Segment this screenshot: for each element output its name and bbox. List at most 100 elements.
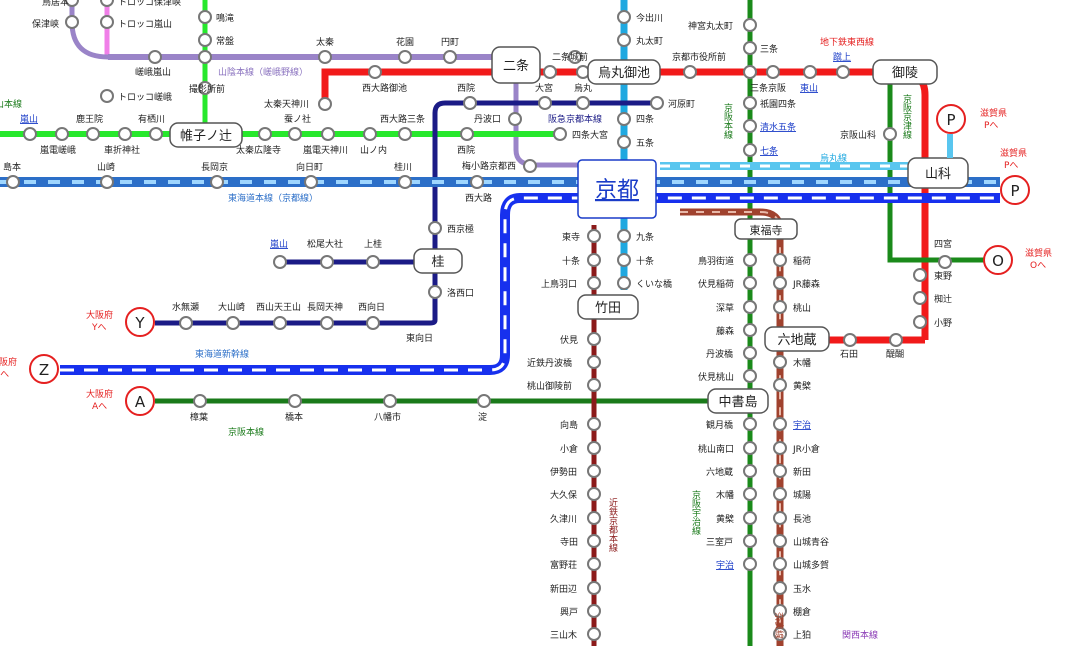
station-label[interactable]: 椥辻 [934, 293, 952, 305]
station-label[interactable]: 島本 [3, 161, 21, 173]
hub-yamashina-label[interactable]: 山科 [925, 167, 951, 182]
station-label[interactable]: 西院 [457, 82, 475, 94]
station-label[interactable]: 常盤 [216, 35, 234, 47]
hub-takeda[interactable]: 竹田 [577, 294, 639, 320]
station-label[interactable]: 伏見桃山 [698, 371, 734, 383]
station-label[interactable]: 小倉 [560, 443, 578, 455]
station-label[interactable]: 西大路御池 [362, 82, 407, 94]
hub-misasagi[interactable]: 御陵 [872, 59, 938, 85]
station-label[interactable]: 近鉄丹波橋 [527, 357, 572, 369]
station-label[interactable]: 玉水 [793, 583, 811, 595]
station-label[interactable]: 上桂 [364, 238, 382, 250]
station-label[interactable]: 醍醐 [886, 348, 904, 360]
station-label[interactable]: 久津川 [550, 513, 577, 525]
station-label[interactable]: 新田 [793, 466, 811, 478]
station-label[interactable]: 五条 [636, 137, 654, 149]
station-label[interactable]: 東野 [934, 270, 952, 282]
station-label[interactable]: 丹波橋 [706, 348, 733, 360]
station-label[interactable]: 山崎 [97, 161, 115, 173]
station-label[interactable]: 東寺 [562, 231, 580, 243]
station-label[interactable]: 十条 [636, 255, 654, 267]
station-label[interactable]: 烏丸 [574, 82, 592, 94]
station-label[interactable]: 三条京阪 [750, 82, 786, 94]
station-label[interactable]: 桂川 [394, 161, 412, 173]
station-label[interactable]: 花園 [396, 36, 414, 48]
station-label[interactable]: 宇治 [716, 559, 734, 571]
hub-nijo[interactable]: 二条 [491, 46, 541, 84]
station-label[interactable]: 橋本 [285, 411, 303, 423]
station-label[interactable]: 大山崎 [218, 301, 245, 313]
station-label[interactable]: 東山 [800, 82, 818, 94]
hub-karasuma-oike-label[interactable]: 烏丸御池 [598, 65, 650, 81]
station-label[interactable]: 保津峡 [32, 18, 59, 30]
station-label[interactable]: 洛西口 [447, 287, 474, 299]
station-label[interactable]: 鳥羽街道 [698, 255, 734, 267]
station-label[interactable]: 蹴上 [833, 51, 851, 63]
station-label[interactable]: 黄檗 [793, 380, 811, 392]
station-label[interactable]: 木幡 [716, 489, 734, 501]
station-label[interactable]: 富野荘 [550, 559, 577, 571]
station-label[interactable]: 太秦広隆寺 [236, 144, 281, 156]
station-label[interactable]: 太秦 [316, 36, 334, 48]
hub-takeda-label[interactable]: 竹田 [595, 301, 621, 316]
station-label[interactable]: 鳥居本 [42, 0, 69, 8]
station-label[interactable]: 今出川 [636, 12, 663, 24]
station-label[interactable]: 六地蔵 [706, 466, 733, 478]
hub-katsura[interactable]: 桂 [413, 248, 463, 274]
station-label[interactable]: 桃山 [793, 302, 811, 314]
station-label[interactable]: 大宮 [535, 82, 553, 94]
hub-rokujizo-label[interactable]: 六地蔵 [777, 333, 816, 348]
station-label[interactable]: 長池 [793, 513, 811, 525]
hub-chushojima[interactable]: 中書島 [707, 388, 769, 414]
station-label[interactable]: 蚕ノ社 [284, 113, 311, 125]
station-label[interactable]: 長岡京 [201, 161, 228, 173]
station-label[interactable]: 山ノ内 [360, 144, 387, 156]
station-label[interactable]: 嵐山 [20, 114, 38, 125]
station-label[interactable]: 東向日 [406, 332, 433, 344]
station-label[interactable]: 神宮丸太町 [688, 20, 733, 32]
station-label[interactable]: 鳴滝 [216, 12, 234, 24]
station-label[interactable]: 樟葉 [190, 411, 208, 423]
hub-misasagi-label[interactable]: 御陵 [892, 66, 918, 81]
station-label[interactable]: 四条大宮 [572, 129, 608, 141]
station-label[interactable]: 嵐電嵯峨 [40, 144, 76, 156]
station-label[interactable]: 西大路三条 [380, 113, 425, 125]
station-label[interactable]: 嵯峨嵐山 [135, 66, 171, 78]
station-label[interactable]: 山城多賀 [793, 559, 829, 571]
station-label[interactable]: 嵐山 [270, 239, 288, 250]
station-label[interactable]: 長岡天神 [307, 301, 343, 313]
endpoint-p-upper[interactable]: P 滋賀県 Pへ [936, 104, 1007, 158]
station-label[interactable]: 小野 [934, 318, 952, 329]
station-label[interactable]: 桃山南口 [698, 443, 734, 455]
station-label[interactable]: 円町 [441, 37, 459, 48]
hub-katsura-label[interactable]: 桂 [431, 255, 444, 270]
station-label[interactable]: 深草 [716, 302, 734, 314]
station-label[interactable]: 七条 [760, 145, 778, 157]
station-label[interactable]: 宇治 [793, 419, 811, 431]
station-label[interactable]: 伏見稲荷 [698, 278, 734, 290]
station-label[interactable]: 山城青谷 [793, 536, 829, 548]
endpoint-p-right[interactable]: P 滋賀県 Pへ [1000, 147, 1030, 205]
hub-kyoto[interactable]: 京都 [577, 159, 657, 219]
endpoint-a[interactable]: A 大阪府 Aへ [86, 386, 155, 416]
hub-tofukuji[interactable]: 東福寺 [734, 218, 798, 240]
hub-chushojima-label[interactable]: 中書島 [718, 395, 757, 410]
station-label[interactable]: 八幡市 [374, 411, 401, 423]
station-label[interactable]: 有栖川 [138, 113, 165, 125]
station-label[interactable]: 三山木 [550, 629, 577, 641]
station-label[interactable]: くいな橋 [636, 278, 672, 290]
station-label[interactable]: 丹波口 [474, 113, 501, 125]
station-label[interactable]: 稲荷 [793, 255, 811, 267]
station-label[interactable]: 京阪山科 [840, 129, 876, 141]
station-label[interactable]: 大久保 [550, 489, 577, 501]
station-label[interactable]: 新田辺 [550, 583, 577, 595]
station-label[interactable]: 伊勢田 [550, 466, 577, 478]
station-label[interactable]: 撮影所前 [189, 83, 225, 95]
station-label[interactable]: 興戸 [560, 607, 578, 618]
station-label[interactable]: 城陽 [793, 490, 811, 501]
hub-karasuma-oike[interactable]: 烏丸御池 [587, 59, 661, 85]
station-label[interactable]: 石田 [840, 349, 858, 360]
hub-nijo-label[interactable]: 二条 [503, 58, 529, 74]
station-label[interactable]: 丸太町 [636, 35, 663, 47]
endpoint-z[interactable]: Z 大阪府 Zへ [0, 354, 59, 384]
